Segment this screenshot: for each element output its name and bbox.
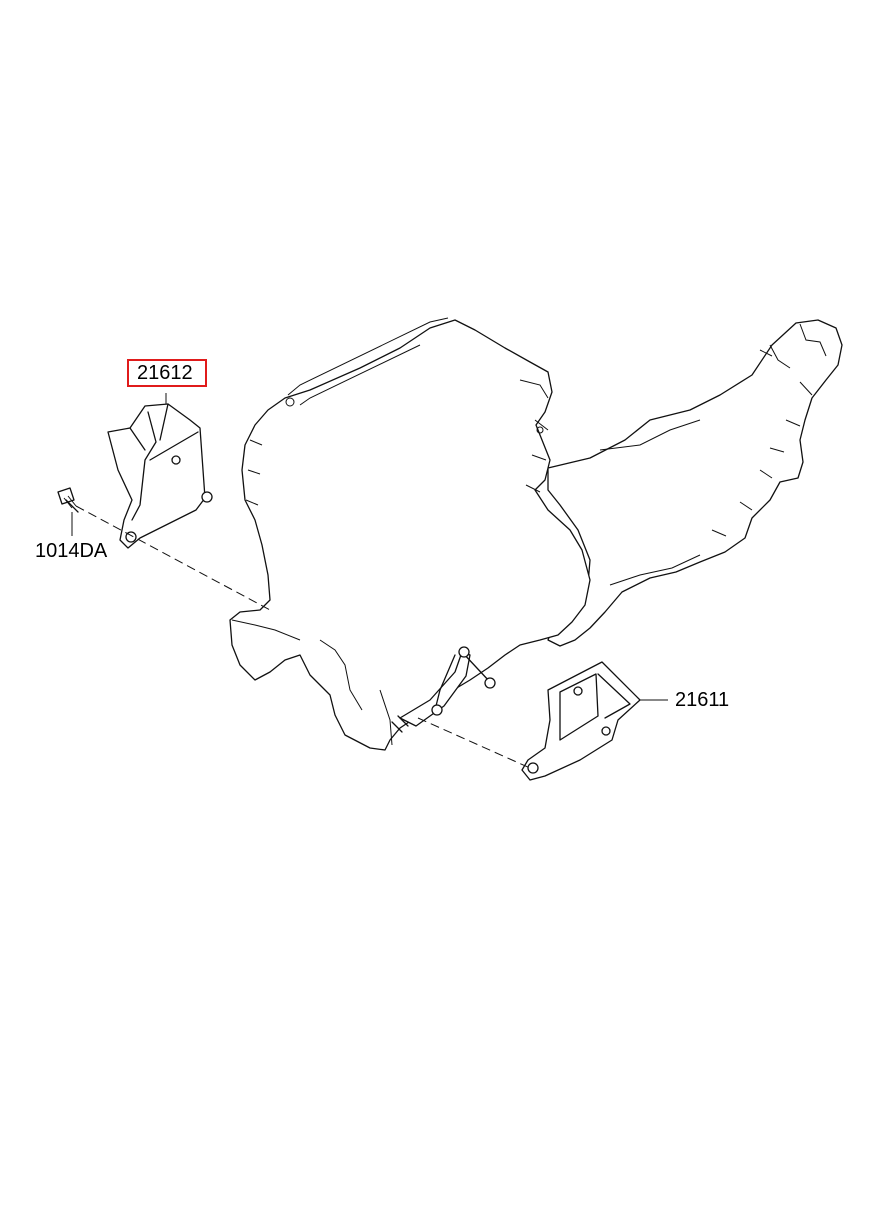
highlight-box-21612	[127, 359, 207, 387]
label-21612[interactable]: 21612	[137, 362, 193, 384]
engine-front-bracket	[391, 646, 496, 733]
transmission-outline	[547, 319, 843, 647]
label-1014DA[interactable]: 1014DA	[35, 540, 108, 562]
label-21611[interactable]: 21611	[675, 689, 730, 711]
bracket-21611	[521, 661, 668, 781]
bracket-21612	[107, 393, 213, 549]
bolt-1014DA	[57, 487, 79, 536]
engine-block-outline	[229, 317, 591, 751]
alignment-lines	[75, 505, 531, 769]
